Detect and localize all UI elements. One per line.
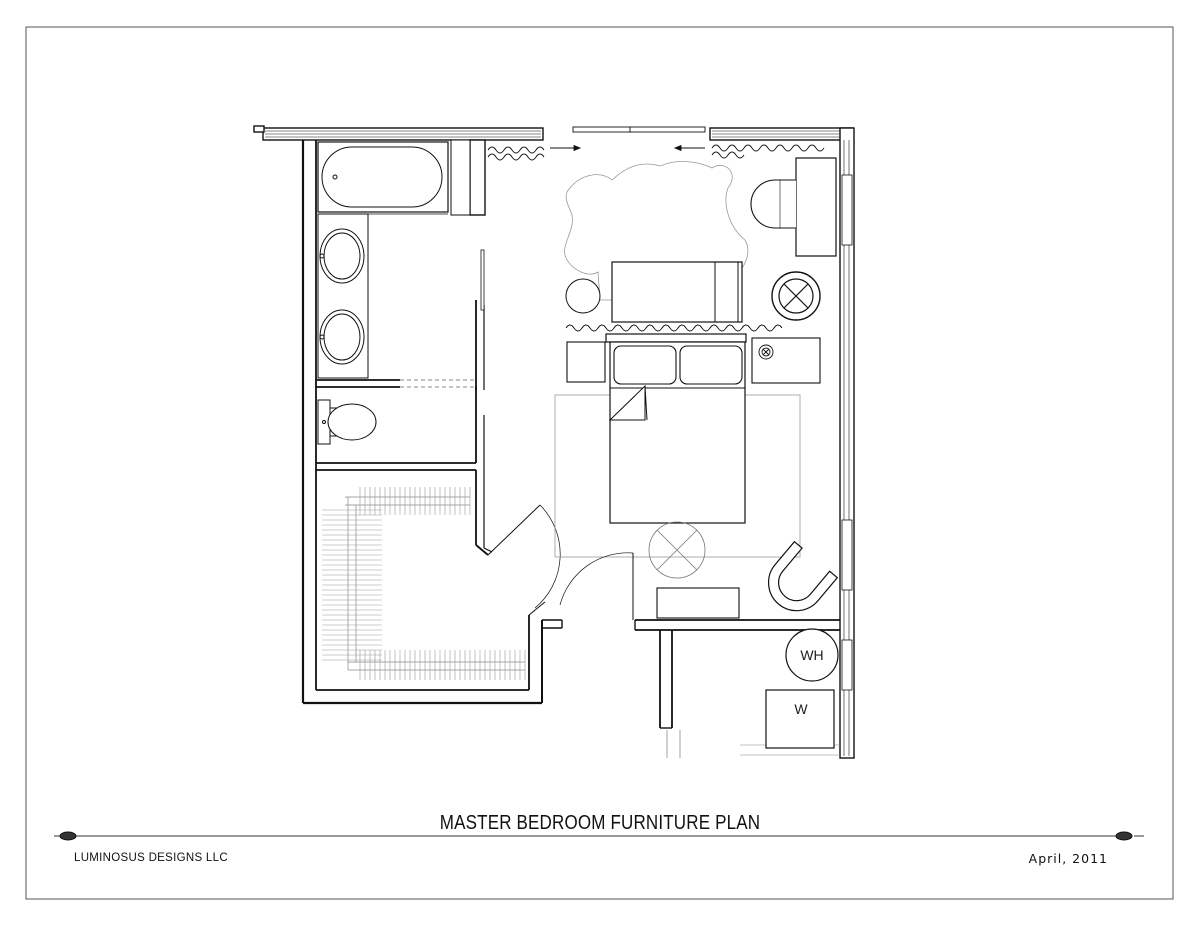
bench [611,261,743,323]
ottoman [648,521,706,579]
nightstand-left [566,341,606,383]
vanity [317,213,369,379]
ornament-icon [1115,831,1133,841]
sliding-door [550,126,706,152]
round-side-table [565,278,601,314]
lamp-icon [771,271,821,321]
dresser [656,587,740,619]
desk-chair [750,179,796,229]
toilet-icon [327,403,377,441]
company-name: LUMINOSUS DESIGNS LLC [74,852,228,864]
exterior-walls [253,125,855,759]
sheet-border [25,26,1174,900]
curtains [487,144,825,332]
closet-hanging-rod [345,496,525,671]
drawing-date: April, 2011 [1028,851,1108,866]
bedroom [554,157,840,631]
laundry-area: WH W [659,628,840,758]
washer-label: W [794,701,808,717]
water-heater-label: WH [800,647,823,663]
accent-chair [768,540,839,612]
pillow [679,345,743,385]
table-lamp-icon [758,344,774,360]
title-rule [54,831,1144,841]
ornament-icon [59,831,77,841]
bed [605,333,747,524]
bathroom [316,139,486,464]
closet-hangers [322,487,526,680]
water-heater [785,628,839,682]
walk-in-closet [316,415,563,703]
desk [795,157,837,257]
drawing-title: MASTER BEDROOM FURNITURE PLAN [439,812,761,834]
nightstand-right [751,337,821,384]
pillow [613,345,677,385]
animal-skin-rug [564,161,749,301]
washer [765,689,835,749]
